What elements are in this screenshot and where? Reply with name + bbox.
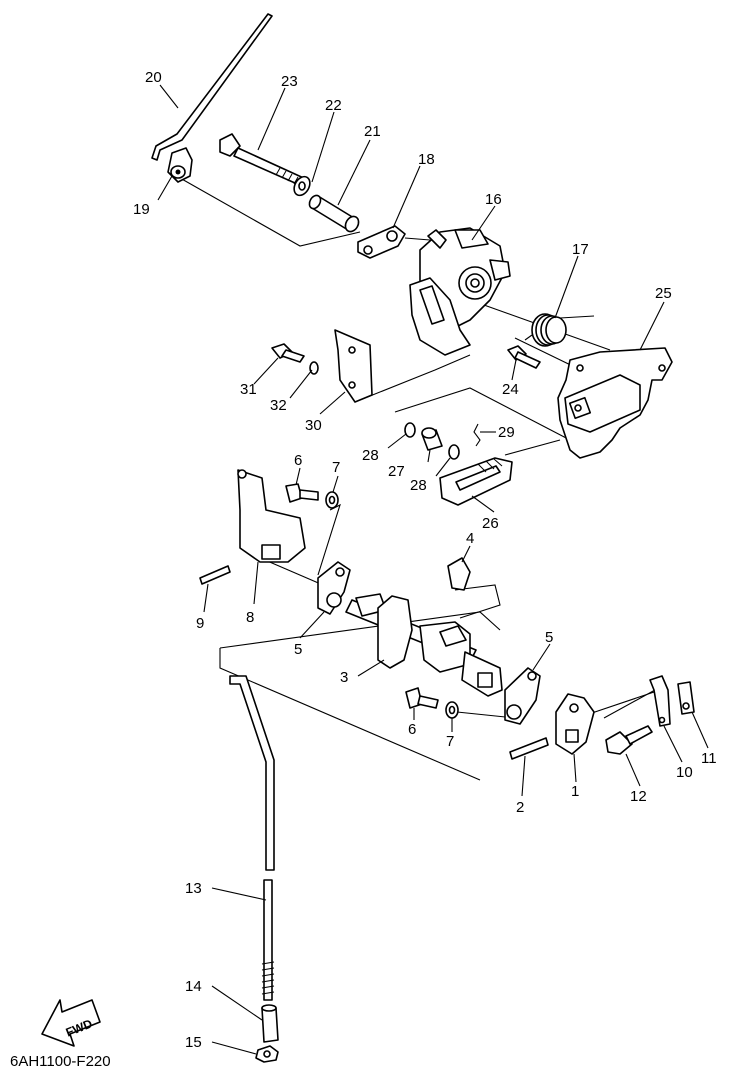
callout-26: 26 <box>482 515 499 532</box>
callout-25: 25 <box>655 285 672 302</box>
lever-part-8 <box>237 469 306 563</box>
callout-12: 12 <box>630 788 647 805</box>
callout-31: 31 <box>240 381 257 398</box>
pin-part-9 <box>199 565 231 585</box>
callout-28b: 28 <box>410 477 427 494</box>
callout-5-right: 5 <box>545 629 553 646</box>
washer-part-32 <box>309 361 319 375</box>
joint-part-19 <box>167 147 193 183</box>
shaft-part-3 <box>345 593 503 697</box>
tab-part-11 <box>677 681 695 715</box>
callout-21: 21 <box>364 123 381 140</box>
callout-30: 30 <box>305 417 322 434</box>
callout-13: 13 <box>185 880 202 897</box>
diagram-code: 6AH1100-F220 <box>10 1053 111 1070</box>
callout-23: 23 <box>281 73 298 90</box>
slider-part-26 <box>439 457 513 506</box>
washer-part-28-lower <box>448 444 460 460</box>
screw-part-24 <box>507 345 541 369</box>
callout-27: 27 <box>388 463 405 480</box>
washer-part-7-lower <box>445 701 459 719</box>
coupler-part-14 <box>261 1004 279 1043</box>
callout-labels: 20 23 22 21 18 16 17 25 19 31 24 32 30 2… <box>133 69 717 1051</box>
washer-part-7-upper <box>325 491 339 509</box>
bolt-part-23 <box>219 133 309 188</box>
rod-part-20 <box>151 13 273 161</box>
plate-part-10 <box>649 675 671 727</box>
callout-6-upper: 6 <box>294 452 302 469</box>
plate-part-30 <box>334 329 373 403</box>
lever-part-1 <box>555 693 595 755</box>
rod-part-13 <box>229 675 275 1001</box>
callout-7b: 7 <box>446 733 454 750</box>
callout-18: 18 <box>418 151 435 168</box>
bracket-part-25 <box>557 347 673 459</box>
callout-20: 20 <box>145 69 162 86</box>
callout-6-lower: 6 <box>408 721 416 738</box>
callout-8: 8 <box>246 609 254 626</box>
collar-part-21 <box>308 194 360 233</box>
callout-11: 11 <box>701 750 717 767</box>
clip-part-4 <box>447 557 471 591</box>
callout-2: 2 <box>516 799 524 816</box>
callout-32: 32 <box>270 397 287 414</box>
bolt-part-12 <box>605 725 653 755</box>
bolt-part-6-lower <box>405 687 439 709</box>
bolt-part-6-upper <box>285 483 319 503</box>
callout-1: 1 <box>571 783 579 800</box>
spring-part-17 <box>524 313 595 347</box>
joint-part-5-right <box>504 667 541 725</box>
callout-9: 9 <box>196 615 204 632</box>
washer-part-28-upper <box>404 422 416 438</box>
cam-lever-part-16 <box>409 227 511 356</box>
clip-part-29 <box>473 423 481 447</box>
assembly-guide-lines <box>179 177 661 781</box>
callout-17: 17 <box>572 241 589 258</box>
fwd-arrow-icon: FWD <box>41 999 101 1047</box>
nut-part-15 <box>255 1045 279 1063</box>
callout-14: 14 <box>185 978 202 995</box>
joint-part-5-left <box>317 561 351 615</box>
callout-15: 15 <box>185 1034 202 1051</box>
callout-24: 24 <box>502 381 519 398</box>
callout-7-upper: 7 <box>332 459 340 476</box>
callout-29: 29 <box>498 424 515 441</box>
callout-28a: 28 <box>362 447 379 464</box>
callout-22: 22 <box>325 97 342 114</box>
callout-16: 16 <box>485 191 502 208</box>
link-part-18 <box>357 225 406 259</box>
callout-19: 19 <box>133 201 150 218</box>
washer-part-22 <box>293 175 311 197</box>
callout-4: 4 <box>466 530 474 547</box>
callout-3: 3 <box>340 669 348 686</box>
collar-part-27 <box>421 427 443 451</box>
screw-part-31 <box>271 343 305 363</box>
callout-5-left: 5 <box>294 641 302 658</box>
pin-part-2 <box>509 737 549 760</box>
leader-lines <box>157 84 709 1055</box>
callout-10: 10 <box>676 764 693 781</box>
